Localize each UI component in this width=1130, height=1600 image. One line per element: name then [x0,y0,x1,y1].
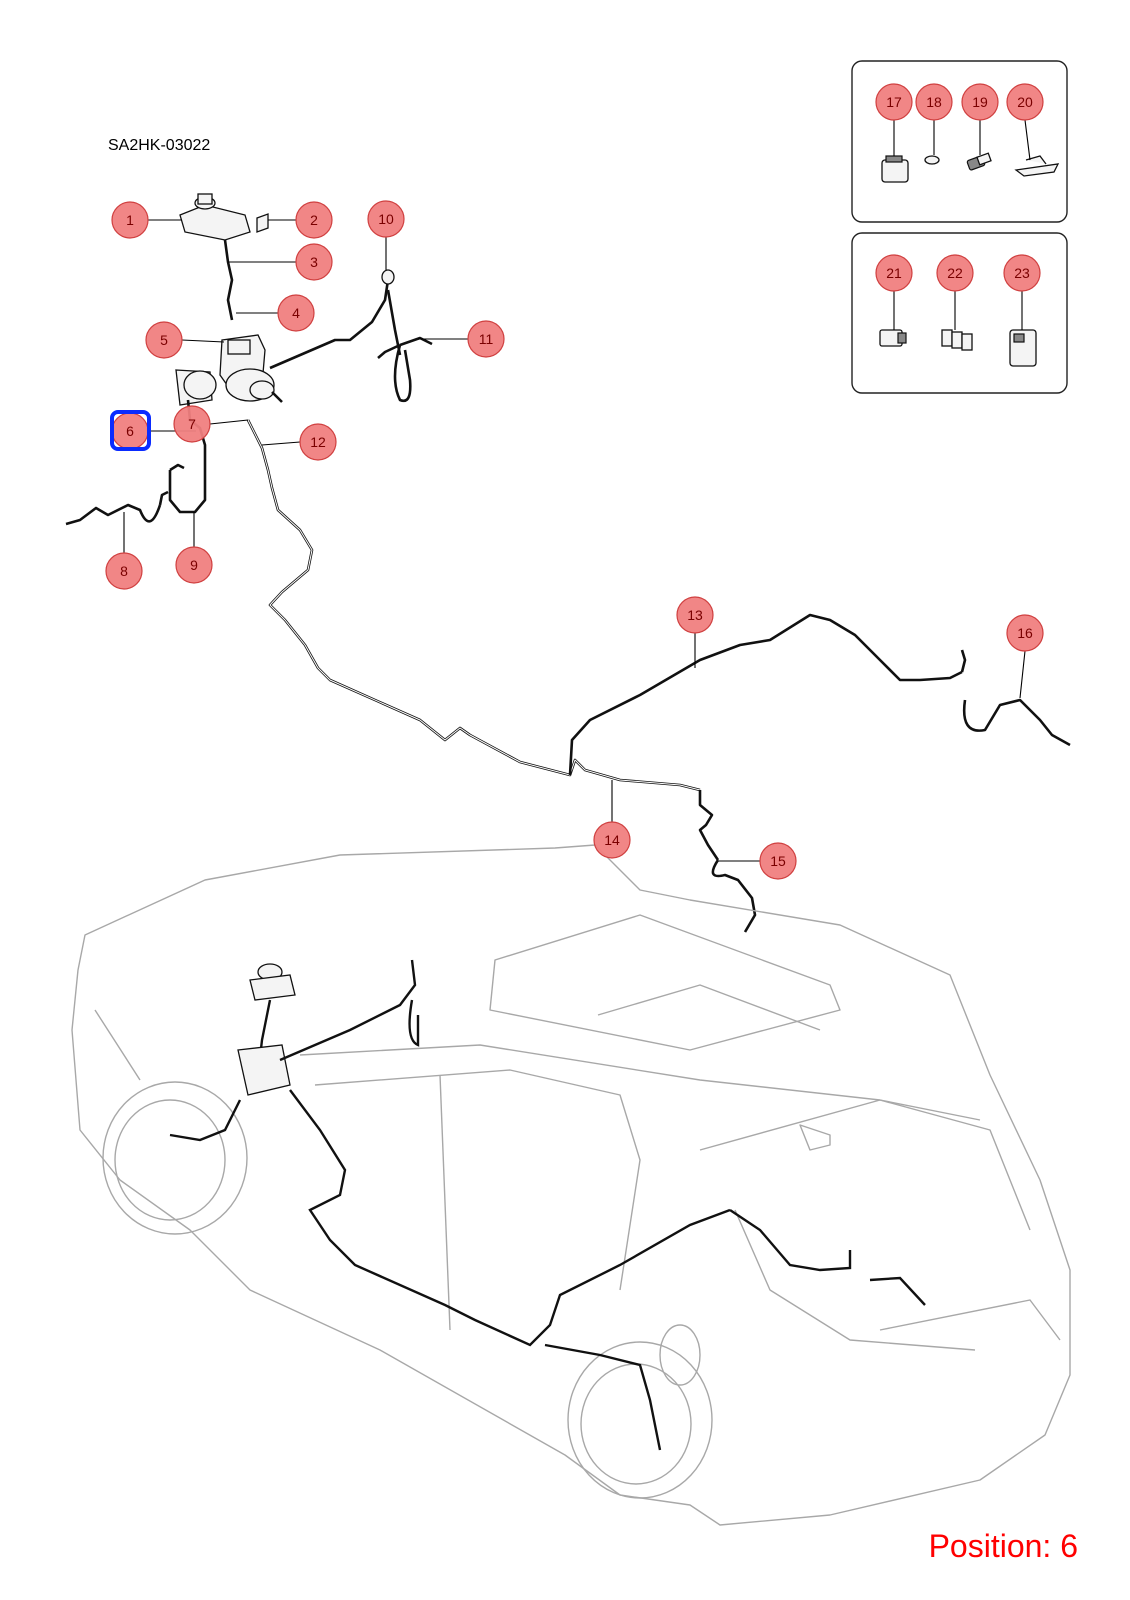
callout-9[interactable]: 9 [175,512,213,584]
callout-23[interactable]: 23 [1003,254,1041,330]
callout-11[interactable]: 11 [418,320,505,358]
car-outline [71,844,1071,1526]
svg-text:4: 4 [292,305,300,321]
part-20-clip-icon [1014,155,1060,177]
callout-16[interactable]: 16 [1006,614,1044,699]
callout-15[interactable]: 15 [718,842,797,880]
callout-22[interactable]: 22 [936,254,974,330]
callout-17[interactable]: 17 [875,83,913,156]
svg-text:2: 2 [310,212,318,228]
callout-1[interactable]: 1 [111,201,182,239]
part-19-bolt-icon [966,152,992,171]
part-22-connector-icon [941,329,973,351]
inset-box-top [851,60,1068,223]
svg-text:8: 8 [120,563,128,579]
svg-text:20: 20 [1017,94,1033,110]
abs-hydraulic-unit [175,334,283,406]
svg-text:14: 14 [604,832,620,848]
part-21-sensor-icon [879,329,907,347]
svg-text:23: 23 [1014,265,1030,281]
callout-19[interactable]: 19 [961,83,999,155]
svg-text:9: 9 [190,557,198,573]
position-label: Position: 6 [929,1528,1078,1564]
callout-12[interactable]: 12 [261,423,337,461]
svg-text:6: 6 [126,423,134,439]
svg-text:3: 3 [310,254,318,270]
callout-20[interactable]: 20 [1006,83,1044,161]
svg-text:5: 5 [160,332,168,348]
callout-10[interactable]: 10 [367,200,405,270]
main-brake-lines [246,419,1071,933]
part-17-sensor-icon [881,155,909,183]
callout-3[interactable]: 3 [228,243,333,281]
callout-8[interactable]: 8 [105,512,143,590]
front-right-sensor-line [269,269,433,403]
svg-text:11: 11 [479,331,494,347]
callout-4[interactable]: 4 [236,294,315,332]
callout-6-highlight [110,410,151,451]
callout-6[interactable]: 6 [110,410,196,451]
brake-fluid-reservoir [179,193,269,321]
svg-text:12: 12 [310,434,326,450]
svg-text:10: 10 [378,211,394,227]
svg-text:17: 17 [886,94,902,110]
svg-text:15: 15 [770,853,786,869]
svg-text:21: 21 [886,265,902,281]
drawing-id: SA2HK-03022 [108,137,210,154]
car-brake-lines [169,959,926,1451]
part-23-module-icon [1009,329,1037,367]
svg-text:22: 22 [947,265,963,281]
callout-5[interactable]: 5 [145,321,225,359]
callout-13[interactable]: 13 [676,596,714,668]
svg-text:13: 13 [687,607,703,623]
callout-2[interactable]: 2 [268,201,333,239]
callout-7[interactable]: 7 [173,405,249,443]
svg-text:16: 16 [1017,625,1033,641]
callout-18[interactable]: 18 [915,83,953,155]
callout-21[interactable]: 21 [875,254,913,330]
callout-14[interactable]: 14 [593,780,631,859]
svg-text:1: 1 [126,212,134,228]
svg-text:19: 19 [972,94,988,110]
svg-text:18: 18 [926,94,942,110]
part-18-washer-icon [924,155,940,165]
svg-text:7: 7 [188,416,196,432]
